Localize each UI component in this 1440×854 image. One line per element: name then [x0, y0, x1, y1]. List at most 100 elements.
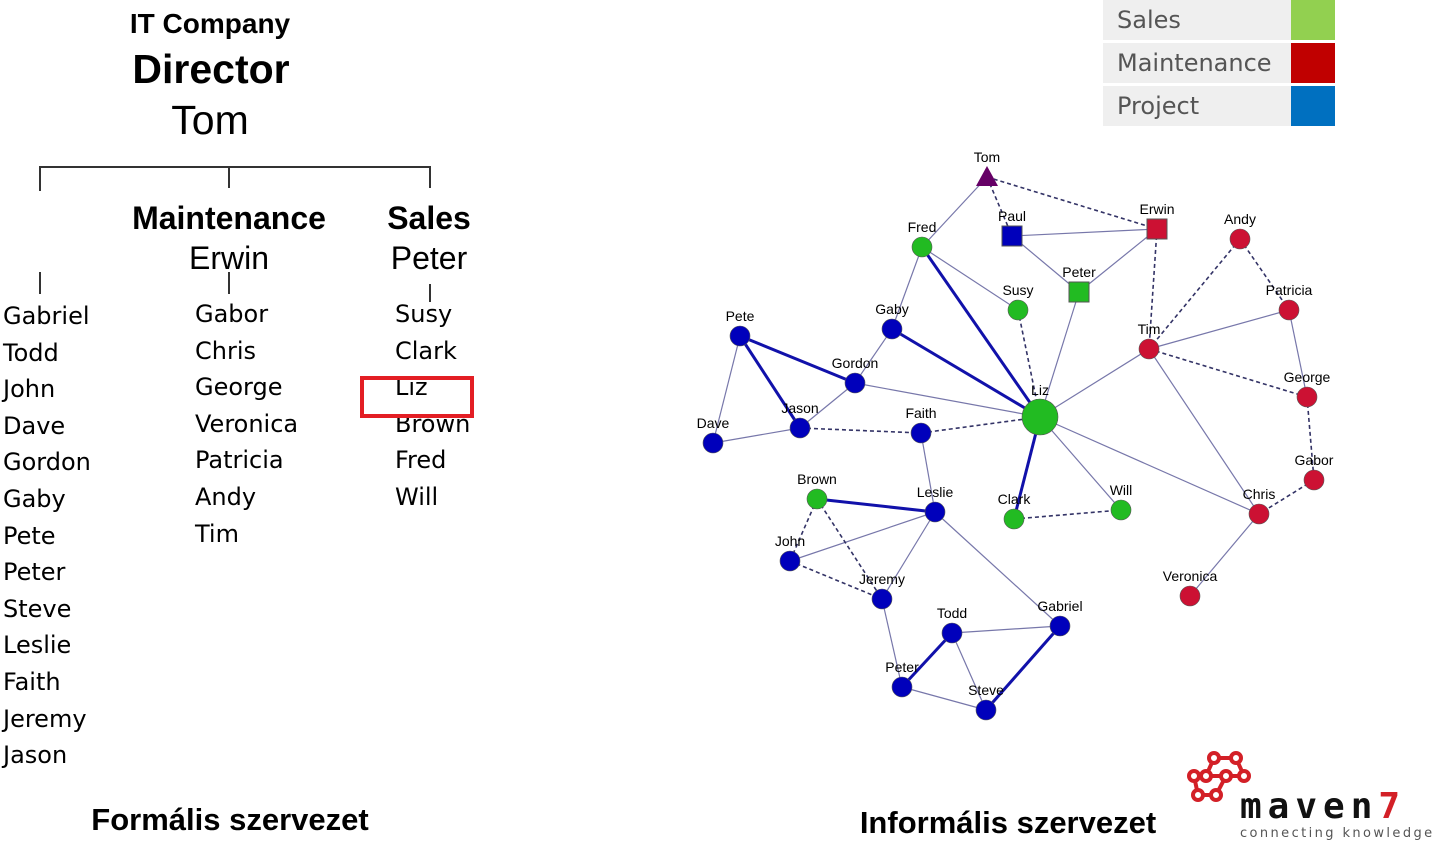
edge-patricia-george [1288, 309, 1308, 398]
node-peter_s-icon[interactable] [1068, 281, 1090, 303]
edge-brown-jeremy [816, 498, 883, 600]
member-name: Todd [3, 338, 59, 367]
node-john-icon[interactable] [779, 550, 801, 572]
edge-tim-patricia [1148, 309, 1290, 350]
legend-item: Maintenance [1103, 43, 1335, 83]
edge-liz-will [1039, 416, 1122, 511]
node-susy-icon[interactable] [1007, 299, 1029, 321]
dept-maintenance-title: Maintenance [132, 200, 326, 236]
node-jason-icon[interactable] [789, 417, 811, 439]
node-gabriel-label: Gabriel [1037, 598, 1082, 614]
edge-tim-chris [1148, 348, 1260, 515]
member-name: Faith [3, 667, 61, 696]
node-veronica-icon[interactable] [1179, 585, 1201, 607]
node-gabriel-icon[interactable] [1049, 615, 1071, 637]
edge-gaby-liz [891, 327, 1041, 419]
edge-erwin-tim [1148, 228, 1158, 350]
node-leslie-icon[interactable] [924, 501, 946, 523]
node-gabor-label: Gabor [1295, 452, 1334, 468]
edge-jason-faith [799, 427, 922, 434]
node-gordon-icon[interactable] [844, 372, 866, 394]
edge-andy-patricia [1239, 238, 1290, 311]
edge-tom-fred [921, 176, 988, 248]
member-name: Veronica [195, 409, 299, 438]
node-pete-icon[interactable] [729, 325, 751, 347]
edge-fred-gaby [891, 246, 923, 330]
node-brown-icon[interactable] [806, 488, 828, 510]
node-faith-icon[interactable] [910, 422, 932, 444]
node-patricia-icon[interactable] [1278, 299, 1300, 321]
node-andy-icon[interactable] [1229, 228, 1251, 250]
node-todd-icon[interactable] [941, 622, 963, 644]
org-connector [429, 284, 431, 302]
edge-gabriel-steve [984, 625, 1062, 711]
edge-liz-chris [1039, 416, 1260, 515]
member-name: Dave [3, 411, 66, 440]
maven7-logo-text: maven7 [1240, 786, 1407, 827]
legend-label: Sales [1103, 0, 1291, 40]
member-name: Peter [3, 558, 66, 587]
node-dave-icon[interactable] [702, 432, 724, 454]
dept-sales-title: Sales [387, 200, 471, 236]
node-steve-label: Steve [968, 682, 1004, 698]
node-gaby-icon[interactable] [881, 318, 903, 340]
edge-leslie-john [789, 511, 936, 562]
edge-brown-john [789, 498, 818, 562]
org-connector [228, 166, 230, 188]
edge-tom-erwin [986, 176, 1158, 230]
node-fred-icon[interactable] [911, 236, 933, 258]
node-paul-icon[interactable] [1001, 225, 1023, 247]
node-gabor-icon[interactable] [1303, 469, 1325, 491]
edge-leslie-jeremy [881, 511, 936, 600]
node-liz-icon[interactable] [1021, 398, 1059, 436]
node-jeremy-icon[interactable] [871, 588, 893, 610]
edge-peter_s-liz [1039, 291, 1080, 418]
node-will-label: Will [1110, 482, 1133, 498]
legend-swatch [1291, 86, 1335, 126]
edge-gordon-liz [854, 382, 1041, 418]
node-patricia-label: Patricia [1266, 282, 1313, 298]
node-chris-icon[interactable] [1248, 503, 1270, 525]
node-tim-icon[interactable] [1138, 338, 1160, 360]
member-name: Pete [3, 521, 56, 550]
org-connector [228, 272, 230, 294]
node-faith-label: Faith [905, 405, 936, 421]
node-paul-label: Paul [998, 208, 1026, 224]
node-chris-label: Chris [1243, 486, 1276, 502]
edge-todd-peter_p [900, 631, 954, 689]
member-name: Gabor [195, 300, 269, 328]
edge-pete-gordon [739, 334, 856, 385]
edge-gordon-gaby [854, 328, 893, 384]
edge-tom-paul [986, 176, 1013, 237]
node-clark-icon[interactable] [1003, 508, 1025, 530]
dept-sales-head: Peter [390, 240, 468, 276]
node-jason-label: Jason [781, 400, 818, 416]
edge-peter_p-steve [901, 686, 987, 711]
node-tom-icon[interactable] [976, 166, 998, 186]
dept-maintenance-head: Erwin [188, 240, 270, 276]
member-name: Will [395, 482, 439, 511]
member-name: Chris [195, 336, 257, 365]
member-name: Tim [195, 519, 239, 548]
node-gordon-label: Gordon [832, 355, 879, 371]
node-steve-icon[interactable] [975, 699, 997, 721]
node-liz-label: Liz [1031, 382, 1049, 398]
edge-leslie-gabriel [934, 511, 1061, 627]
director-title: Director [132, 46, 290, 92]
node-andy-label: Andy [1224, 211, 1256, 227]
org-connector [39, 166, 41, 191]
informal-caption: Informális szervezet [859, 805, 1157, 840]
node-george-icon[interactable] [1296, 386, 1318, 408]
node-will-icon[interactable] [1110, 499, 1132, 521]
edge-pete-dave [712, 335, 741, 444]
edge-liz-tim [1039, 348, 1150, 418]
node-peter_p-icon[interactable] [891, 676, 913, 698]
node-erwin-icon[interactable] [1146, 218, 1168, 240]
director-name: Tom [171, 97, 249, 143]
edge-jeremy-peter_p [881, 598, 903, 688]
node-gaby-label: Gaby [875, 301, 908, 317]
member-name: Gordon [3, 448, 91, 477]
